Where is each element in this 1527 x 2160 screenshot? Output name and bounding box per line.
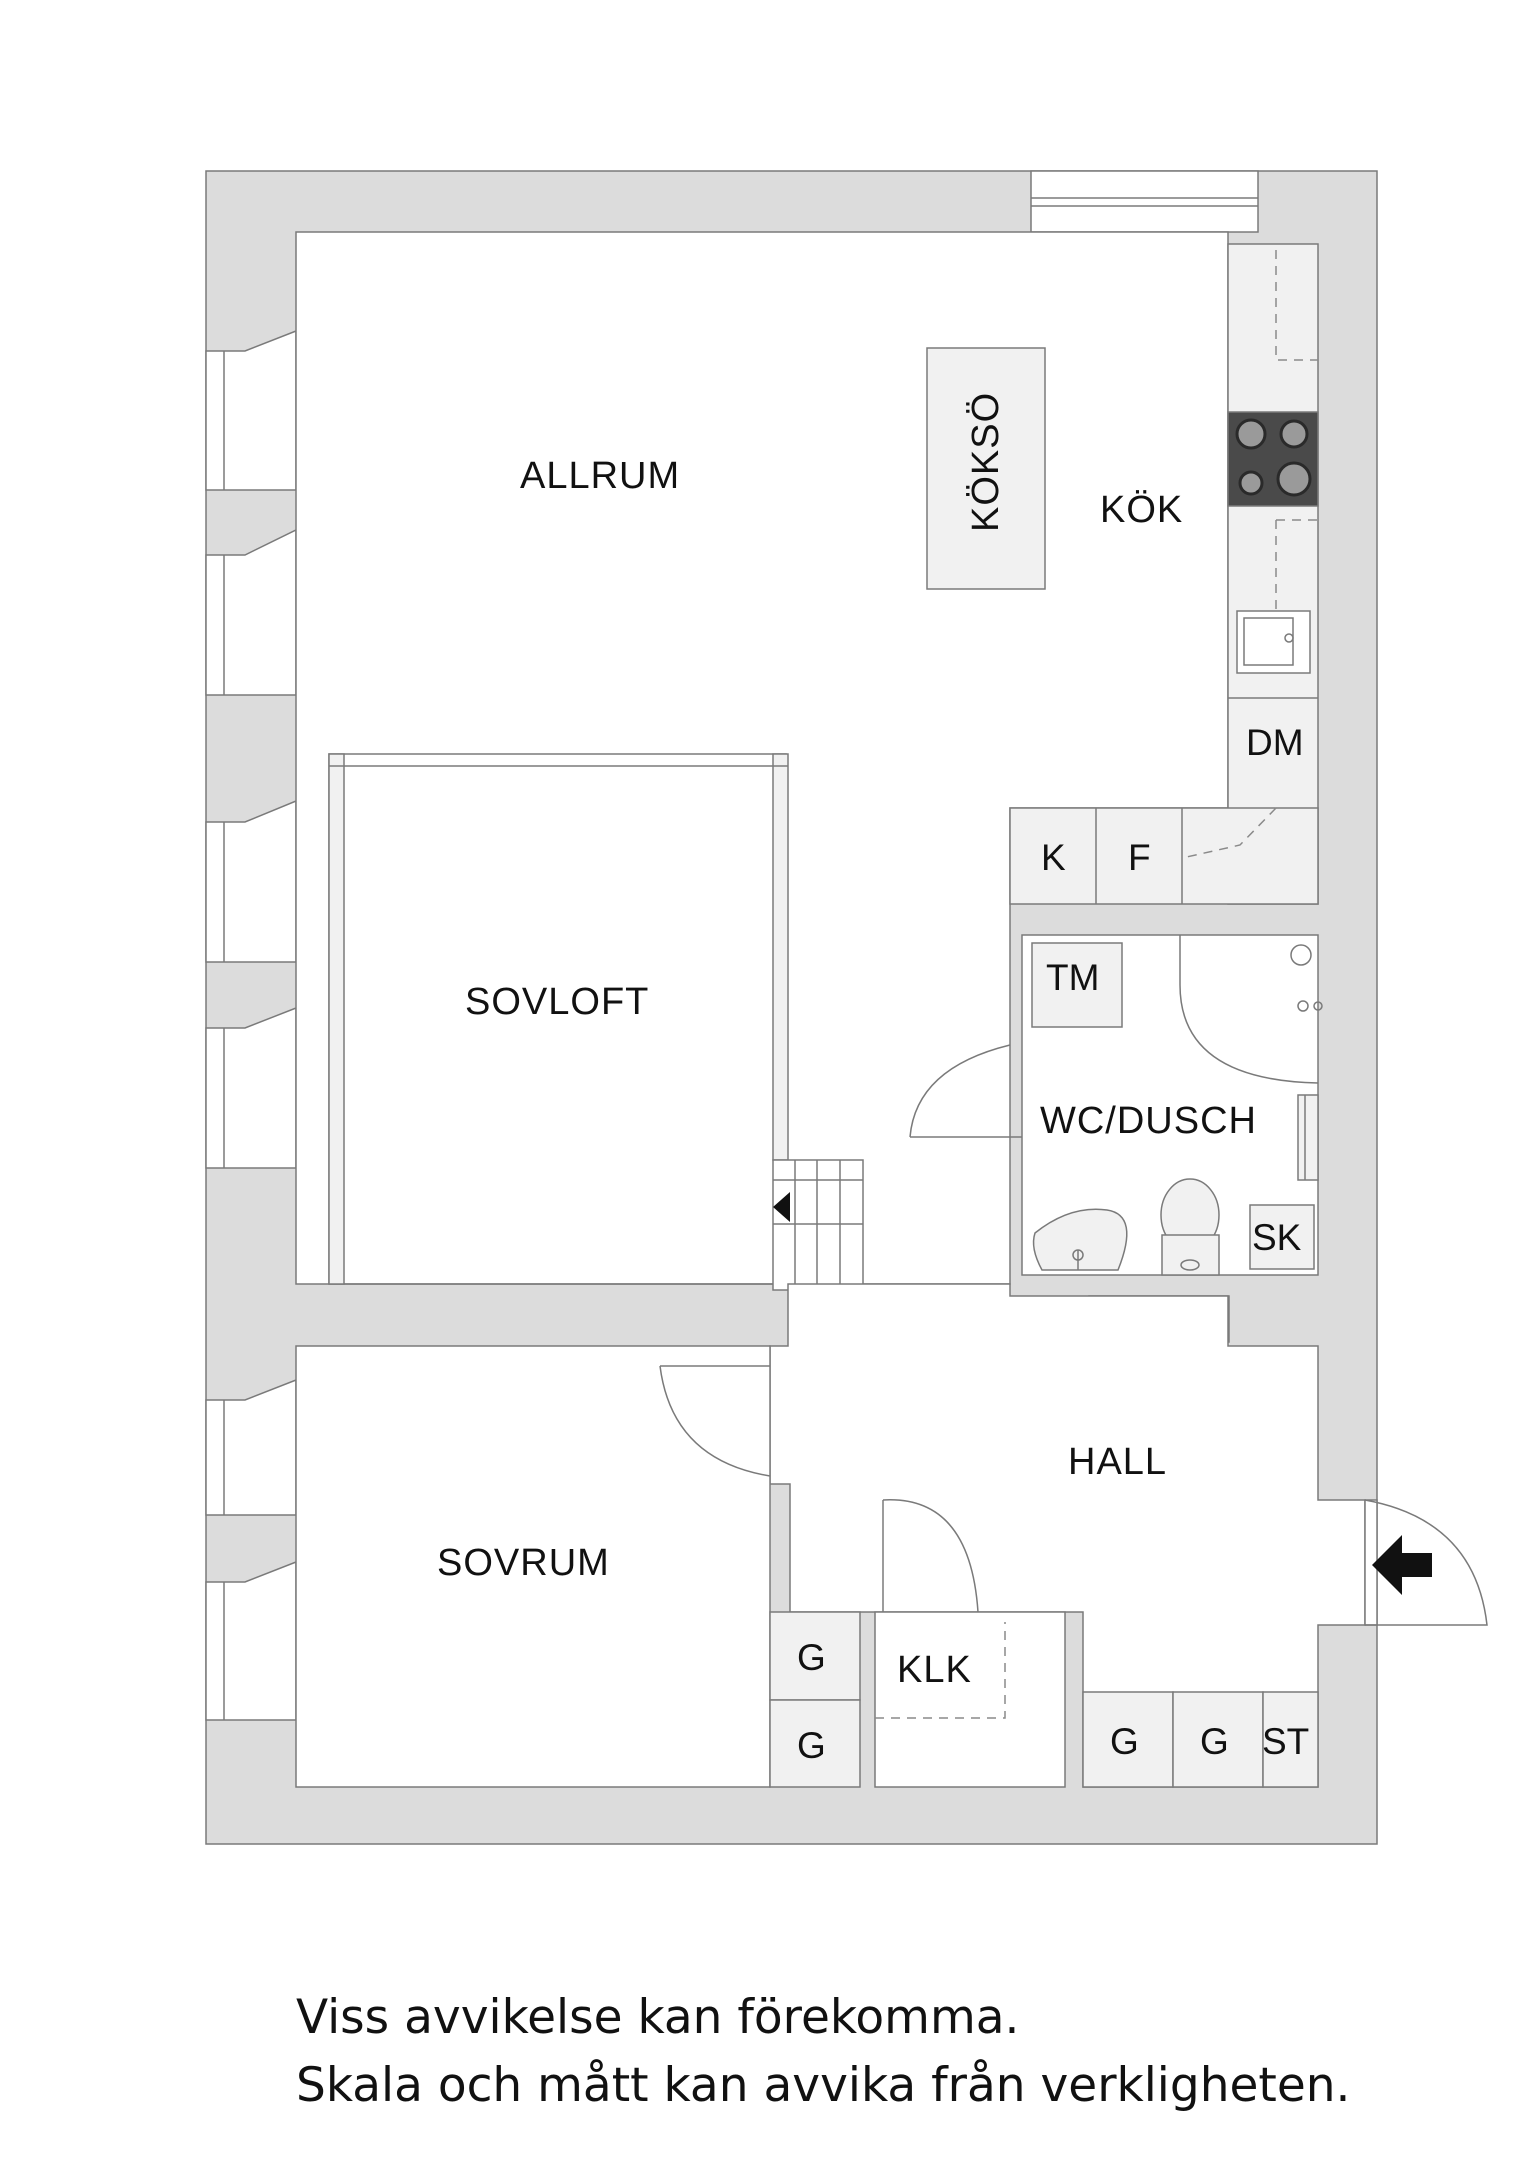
- left-windows: [205, 329, 297, 1721]
- shower-curve: [1179, 935, 1319, 1084]
- wardrobe-g-upper: [769, 1611, 861, 1701]
- radiator: [1297, 1094, 1319, 1181]
- fixture-label-g2: G: [797, 1725, 826, 1766]
- wardrobe-g-lower: [769, 1699, 861, 1788]
- room-label-kok: KÖK: [1100, 489, 1183, 531]
- hall-wardrobe-g1: [1082, 1691, 1174, 1788]
- hall-wardrobe-g2: [1172, 1691, 1264, 1788]
- kitchen-counter: [1227, 243, 1319, 905]
- fixture-label-st: ST: [1262, 1721, 1309, 1762]
- sk-box: [1249, 1204, 1315, 1270]
- fixture-label-g4: G: [1200, 1721, 1229, 1762]
- fixture-label-dm: DM: [1246, 722, 1304, 763]
- fixture-label-tm: TM: [1046, 957, 1099, 998]
- fixture-label-sk: SK: [1252, 1217, 1302, 1258]
- counter-dash-top: [1275, 250, 1318, 361]
- sovloft-frame: [328, 753, 789, 1285]
- disclaimer-line-1: Viss avvikelse kan förekomma.: [296, 1990, 1020, 2045]
- entrance-door[interactable]: [1364, 1499, 1488, 1626]
- wash-basin: [1032, 1208, 1128, 1271]
- cooktop: [1227, 411, 1319, 507]
- fixture-label-g3: G: [1110, 1721, 1139, 1762]
- room-label-wc-dusch: WC/DUSCH: [1040, 1100, 1257, 1142]
- room-label-sovloft: SOVLOFT: [465, 981, 649, 1023]
- kitchen-window: [1030, 170, 1259, 233]
- bathroom-door[interactable]: [909, 1044, 1022, 1138]
- room-label-hall: HALL: [1068, 1441, 1167, 1483]
- toilet: [1160, 1178, 1220, 1276]
- room-label-allrum: ALLRUM: [520, 455, 680, 497]
- entrance-arrow-icon: [1372, 1535, 1432, 1595]
- klk-dash: [875, 1622, 1006, 1719]
- loft-stairs: [772, 1159, 864, 1291]
- fixture-label-k: K: [1041, 837, 1066, 878]
- tm-box: [1031, 942, 1123, 1028]
- klk-floor: [874, 1611, 1066, 1788]
- kitchen-sink: [1236, 610, 1311, 674]
- klk-door[interactable]: [882, 1499, 979, 1613]
- fixture-label-f: F: [1128, 837, 1151, 878]
- room-label-koksö: KÖKSÖ: [965, 392, 1007, 532]
- disclaimer-line-2: Skala och mått kan avvika från verklighe…: [296, 2058, 1351, 2113]
- sovrum-door[interactable]: [659, 1365, 771, 1477]
- hall-wardrobe-st: [1262, 1691, 1319, 1788]
- counter-dash-corner: [1181, 807, 1277, 859]
- room-label-klk: KLK: [897, 1649, 972, 1691]
- sovrum-floor: [295, 1345, 771, 1788]
- fixture-label-g1: G: [797, 1637, 826, 1678]
- room-label-sovrum: SOVRUM: [437, 1542, 610, 1584]
- stair-arrow-icon: [773, 1192, 790, 1222]
- kitchen-island: [926, 347, 1046, 590]
